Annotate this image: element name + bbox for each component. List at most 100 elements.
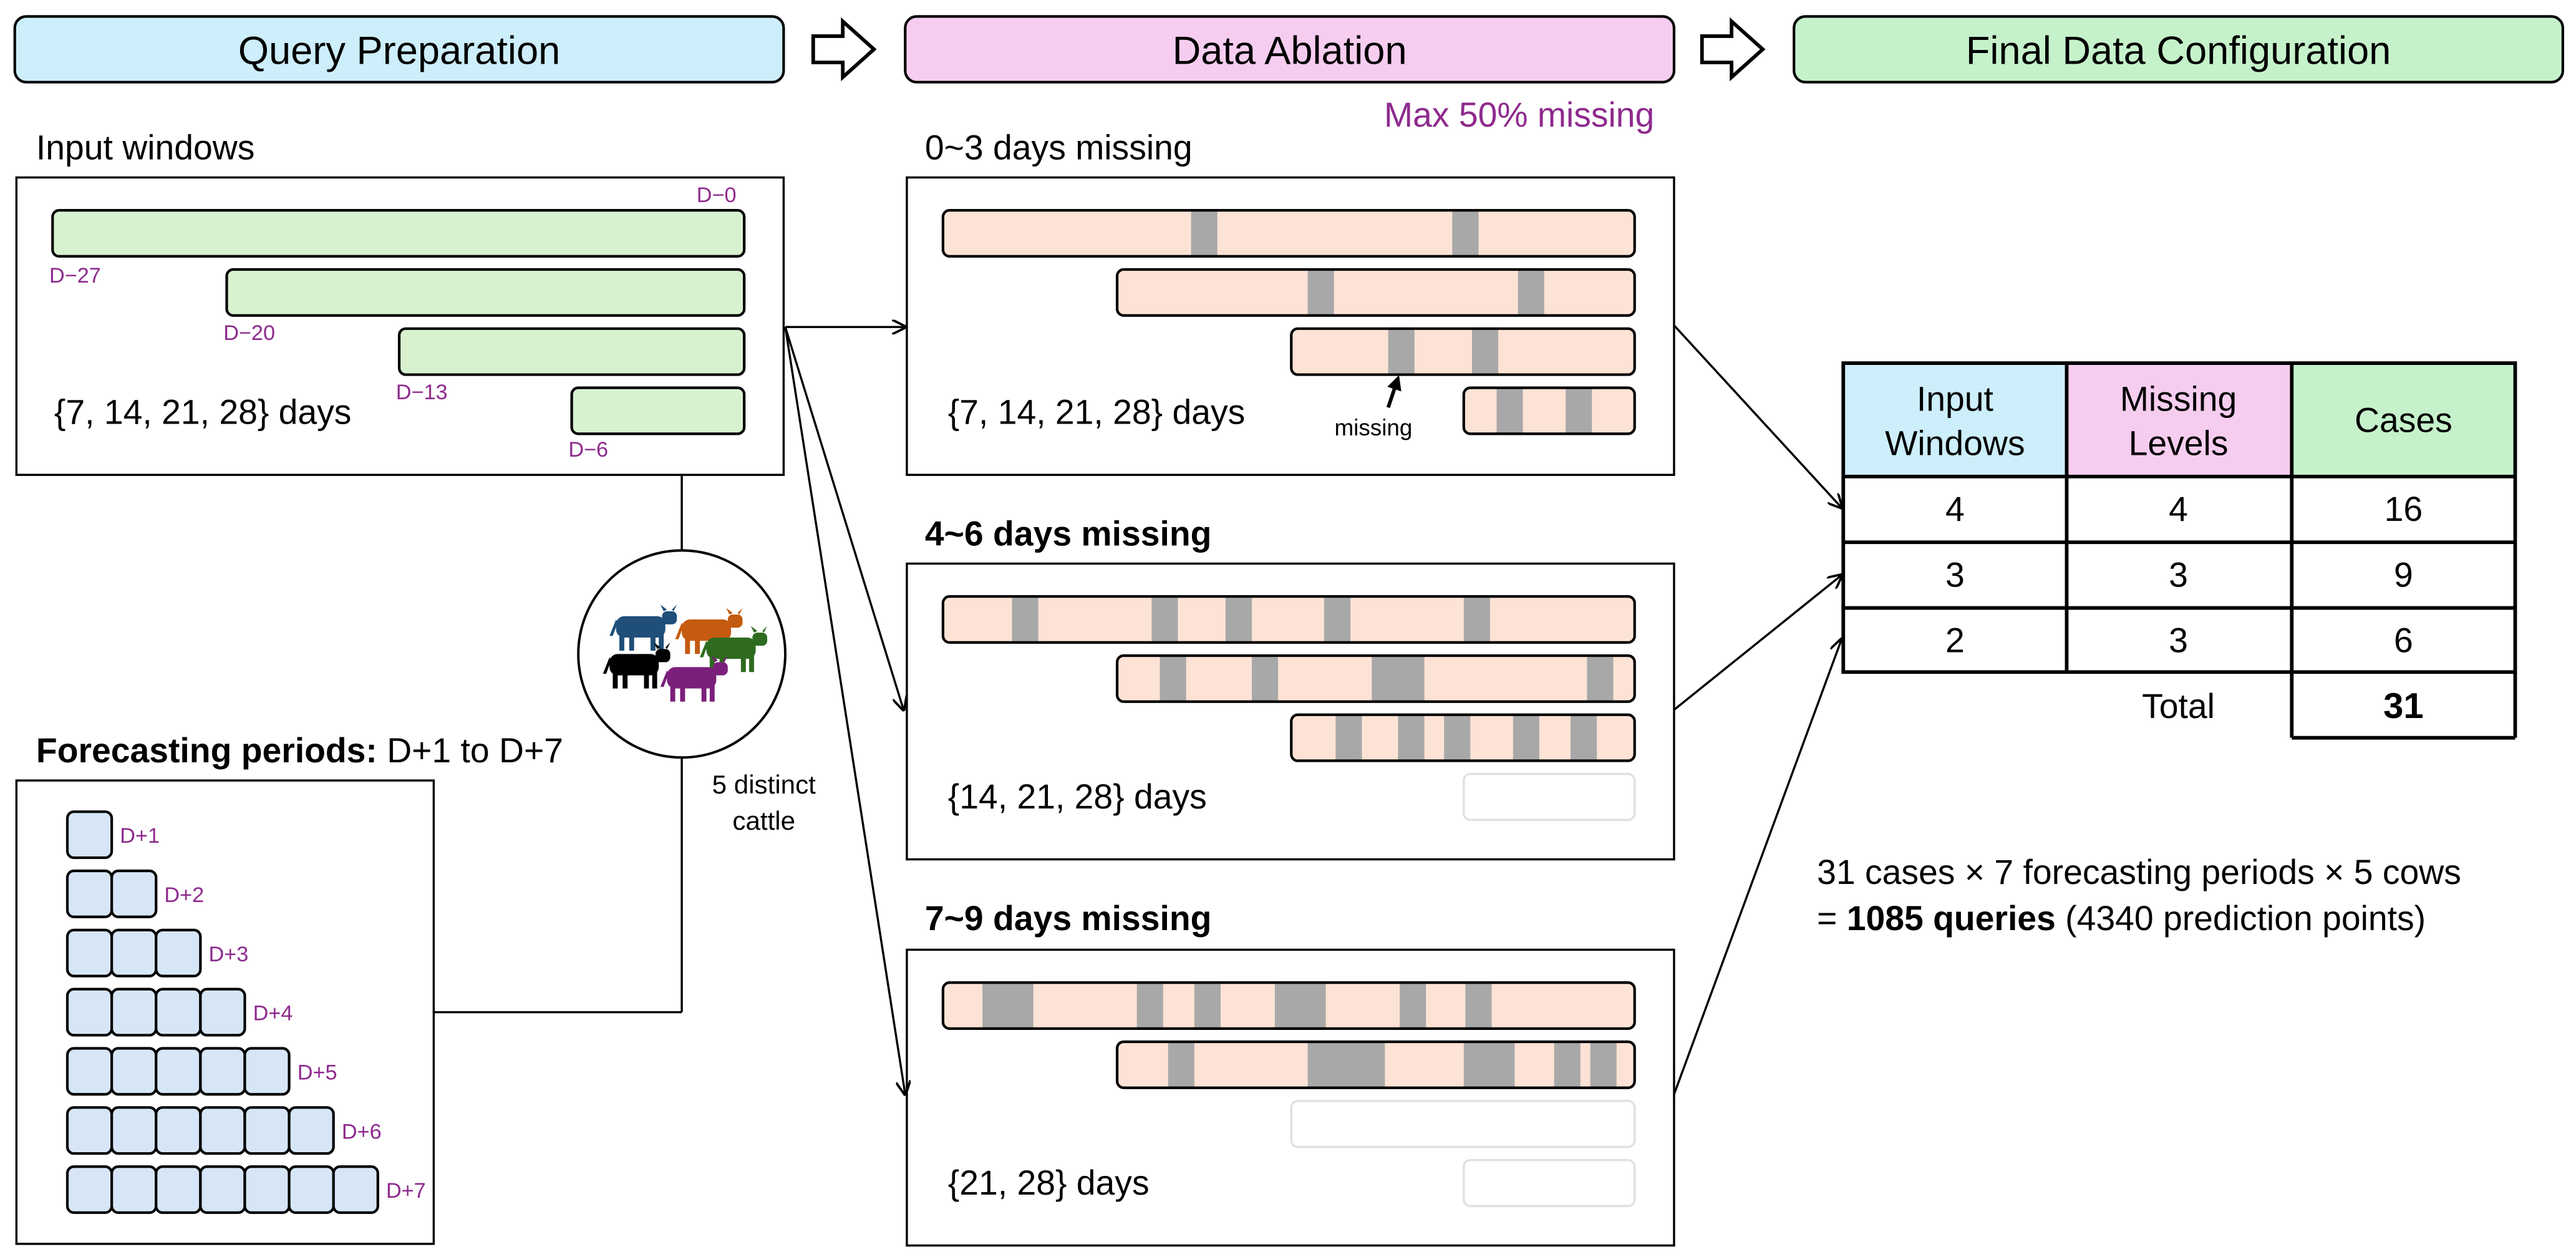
header-data-ablation: Data Ablation xyxy=(904,15,1676,84)
forecast-period-row: D+1 xyxy=(65,810,160,860)
forecast-day-block xyxy=(65,928,114,978)
window-outline xyxy=(941,209,1636,258)
forecast-day-block xyxy=(332,1165,379,1214)
forecast-period-label: D+2 xyxy=(164,883,204,907)
table-header-input-windows-line2: Windows xyxy=(1885,424,2025,463)
missing-segment xyxy=(1388,328,1415,375)
missing-segment xyxy=(1571,714,1597,761)
label-d27: D−27 xyxy=(49,264,101,288)
ablation-group2-windows-label: {14, 21, 28} days xyxy=(948,777,1207,816)
forecast-day-block xyxy=(243,1165,291,1214)
cattle-caption-line2: cattle xyxy=(732,806,795,835)
forecast-day-block xyxy=(155,928,202,978)
ablation-group3-panel: {21, 28} days xyxy=(906,948,1675,1247)
input-window-28-days xyxy=(51,209,746,258)
missing-segment xyxy=(1225,596,1252,643)
window-fill xyxy=(942,210,1635,256)
missing-segment xyxy=(1194,983,1221,1029)
ablation-window xyxy=(941,595,1636,644)
ablation-group1-title: 0~3 days missing xyxy=(925,128,1193,167)
ablation-window xyxy=(1115,1040,1636,1089)
label-d13: D−13 xyxy=(396,381,448,404)
forecast-day-block xyxy=(155,988,202,1037)
forecast-day-block xyxy=(288,1165,335,1214)
missing-segment xyxy=(1191,210,1218,256)
window-outline xyxy=(1115,1040,1636,1089)
forecast-day-block xyxy=(65,988,114,1037)
summary-line2: = 1085 queries (4340 prediction points) xyxy=(1817,899,2426,938)
table-cell: 9 xyxy=(2394,555,2413,594)
input-window-7-days xyxy=(570,386,746,435)
max-missing-note: Max 50% missing xyxy=(1384,95,1654,134)
missing-segment xyxy=(1012,596,1039,643)
missing-segment xyxy=(1513,714,1539,761)
ablation-window xyxy=(1290,713,1636,762)
forecast-period-label: D+4 xyxy=(253,1002,293,1026)
arrow-group1-to-table xyxy=(1673,324,1842,508)
forecast-day-block xyxy=(155,1047,202,1096)
forecast-day-block xyxy=(110,988,158,1037)
ablation-group2-windows xyxy=(941,595,1636,822)
forecast-period-row: D+7 xyxy=(65,1165,426,1214)
ablation-group3-windows xyxy=(941,981,1636,1208)
forecast-day-block xyxy=(65,810,114,860)
missing-segment xyxy=(1471,328,1499,375)
forecast-day-block xyxy=(110,869,158,918)
forecast-day-block xyxy=(65,1047,114,1096)
table-header-missing-levels-line2: Levels xyxy=(2129,424,2229,463)
window-outline xyxy=(1290,327,1636,376)
ablation-group1-windows xyxy=(941,209,1636,435)
missing-segment xyxy=(1160,655,1186,702)
table-cell: 4 xyxy=(2169,490,2188,528)
header-query-preparation: Query Preparation xyxy=(13,15,785,84)
table-header-missing-levels-cell xyxy=(2066,363,2292,477)
forecasting-title: Forecasting periods: D+1 to D+7 xyxy=(36,731,563,770)
table-cell: 3 xyxy=(2169,621,2188,660)
missing-segment xyxy=(1465,983,1492,1029)
forecast-day-block xyxy=(155,1165,202,1214)
missing-segment xyxy=(1168,1041,1194,1088)
missing-segment xyxy=(982,983,1034,1029)
cattle-connector xyxy=(433,475,683,1014)
window-outline xyxy=(1115,268,1636,317)
table-total-value: 31 xyxy=(2383,686,2423,726)
table-header-cases-cell xyxy=(2292,363,2515,477)
window-outline xyxy=(1115,654,1636,703)
input-window-14-days xyxy=(397,327,746,376)
forecast-period-row: D+5 xyxy=(65,1047,337,1096)
table-cell: 4 xyxy=(1945,490,1965,528)
header-arrow-2 xyxy=(1700,17,1766,82)
window-outline xyxy=(1462,386,1636,435)
forecast-day-block xyxy=(243,1047,291,1096)
forecasting-panel: D+1D+2D+3D+4D+5D+6D+7 xyxy=(15,779,435,1245)
forecast-day-block xyxy=(199,1047,246,1096)
missing-segment xyxy=(1136,983,1163,1029)
forecast-day-block xyxy=(110,1106,158,1155)
forecast-period-label: D+1 xyxy=(120,824,160,848)
label-d20: D−20 xyxy=(223,321,275,345)
placeholder-bar xyxy=(1463,1158,1636,1208)
forecasting-periods: D+1D+2D+3D+4D+5D+6D+7 xyxy=(65,810,426,1214)
forecast-day-block xyxy=(288,1106,335,1155)
missing-label: missing xyxy=(1334,415,1412,440)
window-fill xyxy=(1463,387,1635,434)
forecast-period-row: D+3 xyxy=(65,928,248,978)
missing-pointer-arrow xyxy=(1386,375,1402,409)
input-windows-panel: D−0 D−27 D−20 D−13 D−6 {7, 14, 21, 28} d… xyxy=(15,176,785,476)
missing-segment xyxy=(1496,387,1523,434)
forecast-day-block xyxy=(243,1106,291,1155)
ablation-window-placeholder xyxy=(1290,1100,1636,1148)
forecast-period-label: D+7 xyxy=(386,1179,426,1203)
table-cell: 2 xyxy=(1945,621,1965,660)
missing-segment xyxy=(1398,714,1425,761)
window-fill xyxy=(1291,328,1635,375)
missing-segment xyxy=(1452,210,1479,256)
missing-segment xyxy=(1307,269,1334,316)
table-header-input-windows-cell xyxy=(1843,363,2067,477)
input-windows-title: Input windows xyxy=(36,128,254,167)
missing-segment xyxy=(1518,269,1544,316)
arrow-group3-to-table xyxy=(1673,639,1842,1095)
missing-segment xyxy=(1566,387,1592,434)
forecast-day-block xyxy=(65,1165,114,1214)
